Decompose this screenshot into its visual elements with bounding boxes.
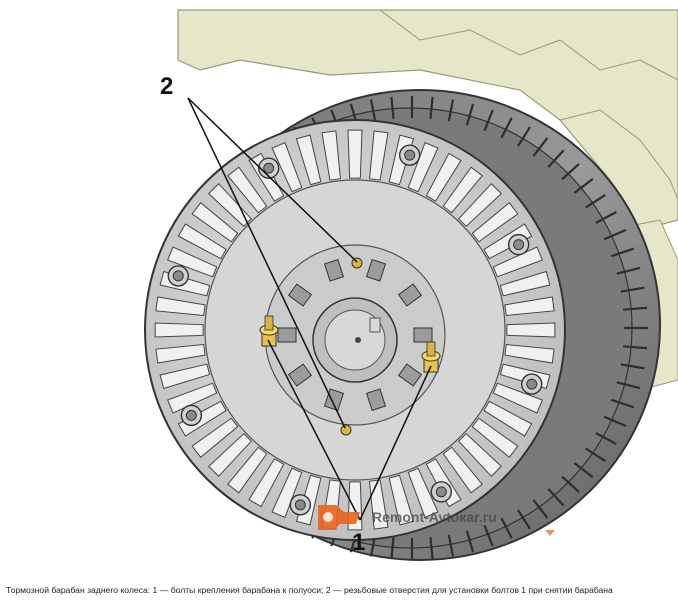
drum-hub	[264, 244, 446, 426]
bolt-right	[421, 341, 441, 373]
watermark-text: Remont-Avtoкar.ru	[372, 509, 497, 525]
bolt-left	[259, 315, 279, 347]
leader-lines	[187, 97, 432, 521]
drum-outer-holes	[167, 144, 543, 516]
wrench-logo-icon	[318, 505, 360, 530]
callout-label-1: 1	[352, 529, 365, 556]
figure-caption: Тормозной барабан заднего колеса: 1 — бо…	[6, 585, 613, 595]
watermark: Remont-Avtoкar.ru	[318, 505, 555, 536]
callout-label-2: 2	[160, 73, 173, 100]
brake-drum-illustration: 2 1 Remont-Avtoкar.ru	[144, 9, 678, 561]
drum-bolts	[259, 315, 441, 373]
